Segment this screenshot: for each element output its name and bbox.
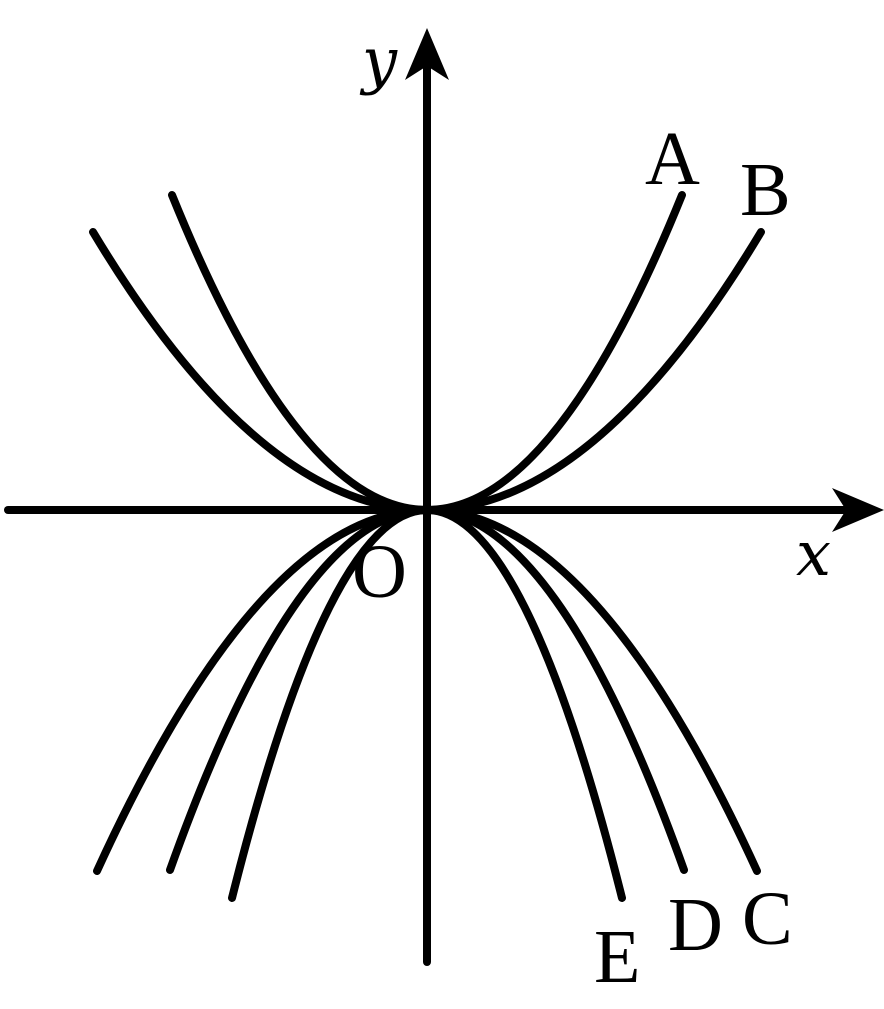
curve-label-a: A xyxy=(645,117,700,201)
origin-label: O xyxy=(352,530,407,614)
curve-label-b: B xyxy=(740,148,791,232)
y-axis-arrowhead xyxy=(405,28,449,80)
x-axis-arrowhead xyxy=(832,488,884,532)
x-axis-label: x xyxy=(796,517,831,590)
curve-e xyxy=(228,506,626,902)
curve-label-d: D xyxy=(668,883,723,967)
curve-label-e: E xyxy=(594,915,640,999)
y-axis-label: y xyxy=(359,24,398,97)
curve-label-c: C xyxy=(742,877,793,961)
